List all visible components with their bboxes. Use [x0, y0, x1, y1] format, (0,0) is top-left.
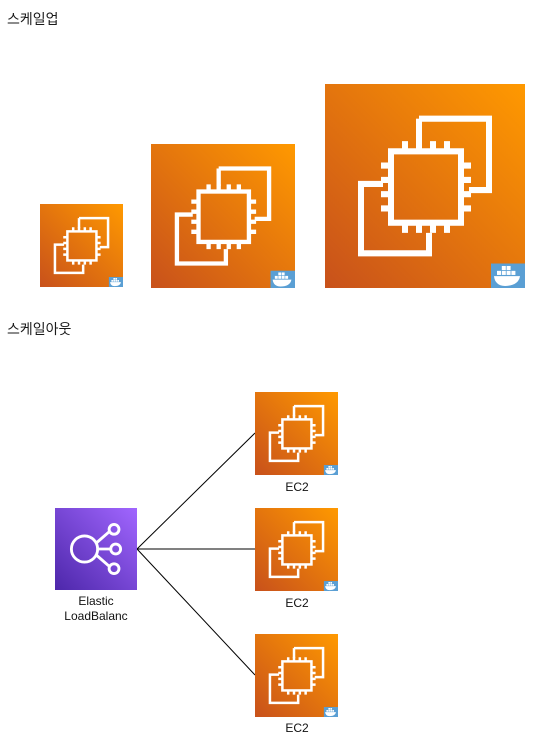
ec2-icon-large	[325, 84, 525, 288]
ec2-instance-1	[255, 392, 338, 475]
connector-line-3	[136, 548, 256, 676]
connector-line-1	[136, 432, 256, 550]
ec2-instance-3	[255, 634, 338, 717]
load-balancer-label: Elastic LoadBalanc	[64, 594, 128, 623]
ec2-icon-small	[40, 204, 123, 287]
elastic-load-balancer-icon	[55, 508, 137, 590]
ec2-instance-2	[255, 508, 338, 591]
scale-up-heading: 스케일업	[7, 12, 59, 28]
ec2-label-1: EC2	[285, 480, 309, 494]
ec2-label-2: EC2	[285, 596, 309, 610]
ec2-icon-medium	[151, 144, 295, 288]
scale-out-heading: 스케일아웃	[7, 322, 72, 338]
ec2-label-3: EC2	[285, 721, 309, 735]
